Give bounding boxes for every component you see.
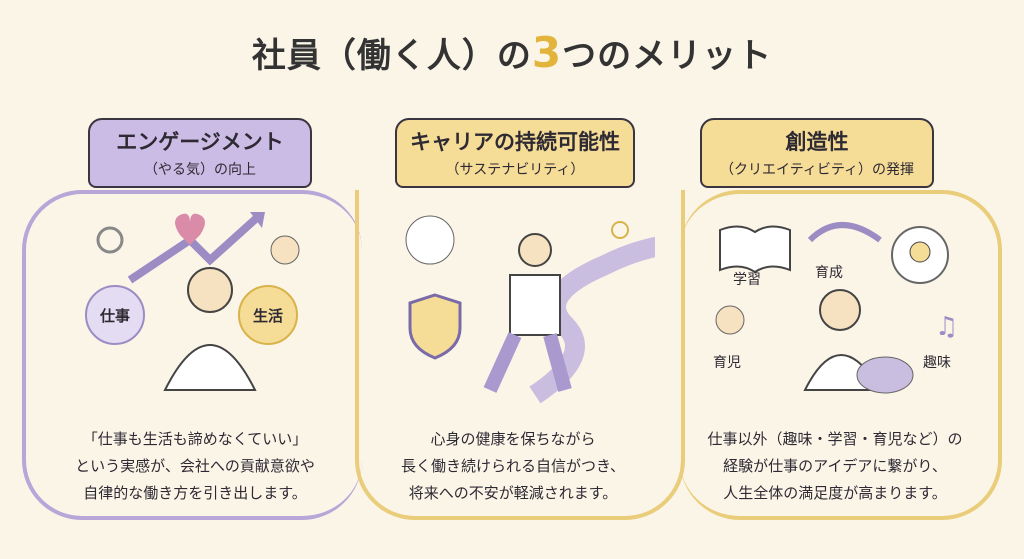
gear-icon	[96, 226, 124, 254]
woman-icon	[819, 289, 861, 331]
label-learning: 学習	[733, 272, 761, 288]
label-childcare: 育児	[713, 355, 741, 371]
career-illustration	[405, 215, 655, 404]
man-icon	[518, 233, 552, 267]
palette-icon	[856, 356, 914, 394]
label-development: 育成	[815, 265, 843, 281]
heart-icon	[175, 213, 205, 245]
woman-icon	[187, 267, 233, 313]
page-title: 社員（働く人）の3つのメリット	[251, 28, 773, 77]
person-icon	[270, 235, 300, 265]
creativity-illustration: ♫	[715, 222, 958, 394]
lightbulb-icon	[909, 241, 931, 263]
rising-arrow-icon	[127, 212, 263, 284]
bubble-life: 生活	[238, 285, 298, 345]
description-engagement: 「仕事も生活も諦めなくていい」という実感が、会社への貢献意欲や自律的な働き方を引…	[75, 430, 315, 502]
section-frame-career	[355, 190, 685, 520]
shield-icon	[408, 293, 462, 360]
ribbon-creativity: 創造性（クリエイティビティ）の発揮	[700, 118, 934, 188]
label-hobby: 趣味	[923, 355, 951, 371]
engagement-illustration	[96, 212, 300, 391]
section-frame-engagement	[22, 190, 362, 520]
thought-bubble-icon	[405, 215, 455, 265]
ribbon-career: キャリアの持続可能性（サステナビリティ）	[395, 118, 635, 188]
curved-arrow-icon	[807, 222, 882, 243]
music-note-icon: ♫	[935, 312, 958, 342]
description-creativity: 仕事以外（趣味・学習・育児など）の経験が仕事のアイデアに繋がり、人生全体の満足度…	[707, 430, 963, 502]
book-icon	[719, 225, 791, 274]
section-frame-creativity	[680, 190, 1002, 520]
bubble-work: 仕事	[85, 285, 145, 345]
baby-icon	[715, 305, 745, 335]
sun-icon	[611, 221, 629, 239]
description-career: 心身の健康を保ちながら長く働き続けられる自信がつき、将来への不安が軽減されます。	[401, 430, 625, 502]
ribbon-engagement: エンゲージメント（やる気）の向上	[88, 118, 312, 188]
